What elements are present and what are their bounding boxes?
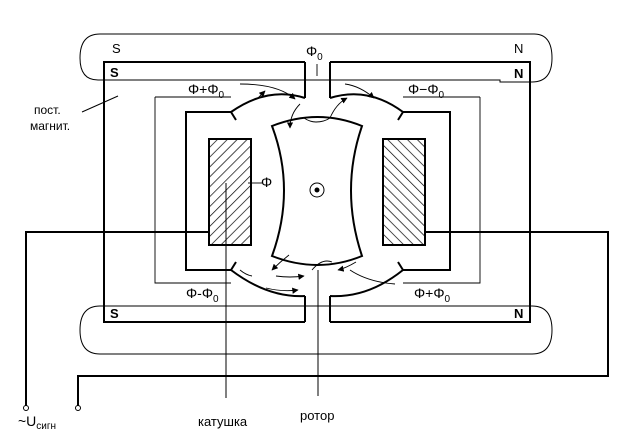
flux-lines bbox=[154, 64, 481, 294]
rotor-label: ротор bbox=[300, 408, 334, 423]
magnetic-core bbox=[103, 61, 531, 323]
magnet-label-line2: магнит. bbox=[30, 119, 70, 133]
pole-s-bottom: S bbox=[110, 306, 119, 321]
permanent-magnet-top-outline bbox=[79, 33, 553, 83]
coil-label: катушка bbox=[198, 414, 248, 429]
magnet-label-line1: пост. bbox=[34, 103, 61, 117]
pole-n-top-inner: N bbox=[514, 66, 523, 81]
coil-left bbox=[208, 138, 252, 246]
flux-bottom-right-label: Φ+Φ0 bbox=[414, 285, 451, 305]
permanent-magnet-bottom-outline bbox=[79, 305, 553, 355]
terminal-left bbox=[23, 405, 29, 411]
leader-lines bbox=[81, 95, 319, 398]
flux-top-left-label: Φ+Φ0 bbox=[188, 81, 225, 101]
terminal-right bbox=[75, 405, 81, 411]
pole-s-top-inner: S bbox=[110, 65, 119, 80]
flux-top-right-label: Φ−Φ0 bbox=[408, 81, 445, 101]
pole-s-top-outer: S bbox=[112, 41, 121, 56]
flux-bottom-left-label: Φ-Φ0 bbox=[186, 285, 219, 305]
signal-voltage-label: ~Uсигн bbox=[18, 413, 56, 432]
flux-phi0-label: Φ0 bbox=[306, 43, 323, 63]
flux-coil-label: Φ bbox=[261, 174, 272, 190]
pole-n-bottom: N bbox=[514, 306, 523, 321]
coil-right bbox=[382, 138, 426, 246]
stator-pole-arcs bbox=[230, 93, 404, 298]
rotor-axis-inner bbox=[314, 187, 320, 193]
pole-n-top-outer: N bbox=[514, 41, 523, 56]
wiring bbox=[25, 231, 609, 406]
